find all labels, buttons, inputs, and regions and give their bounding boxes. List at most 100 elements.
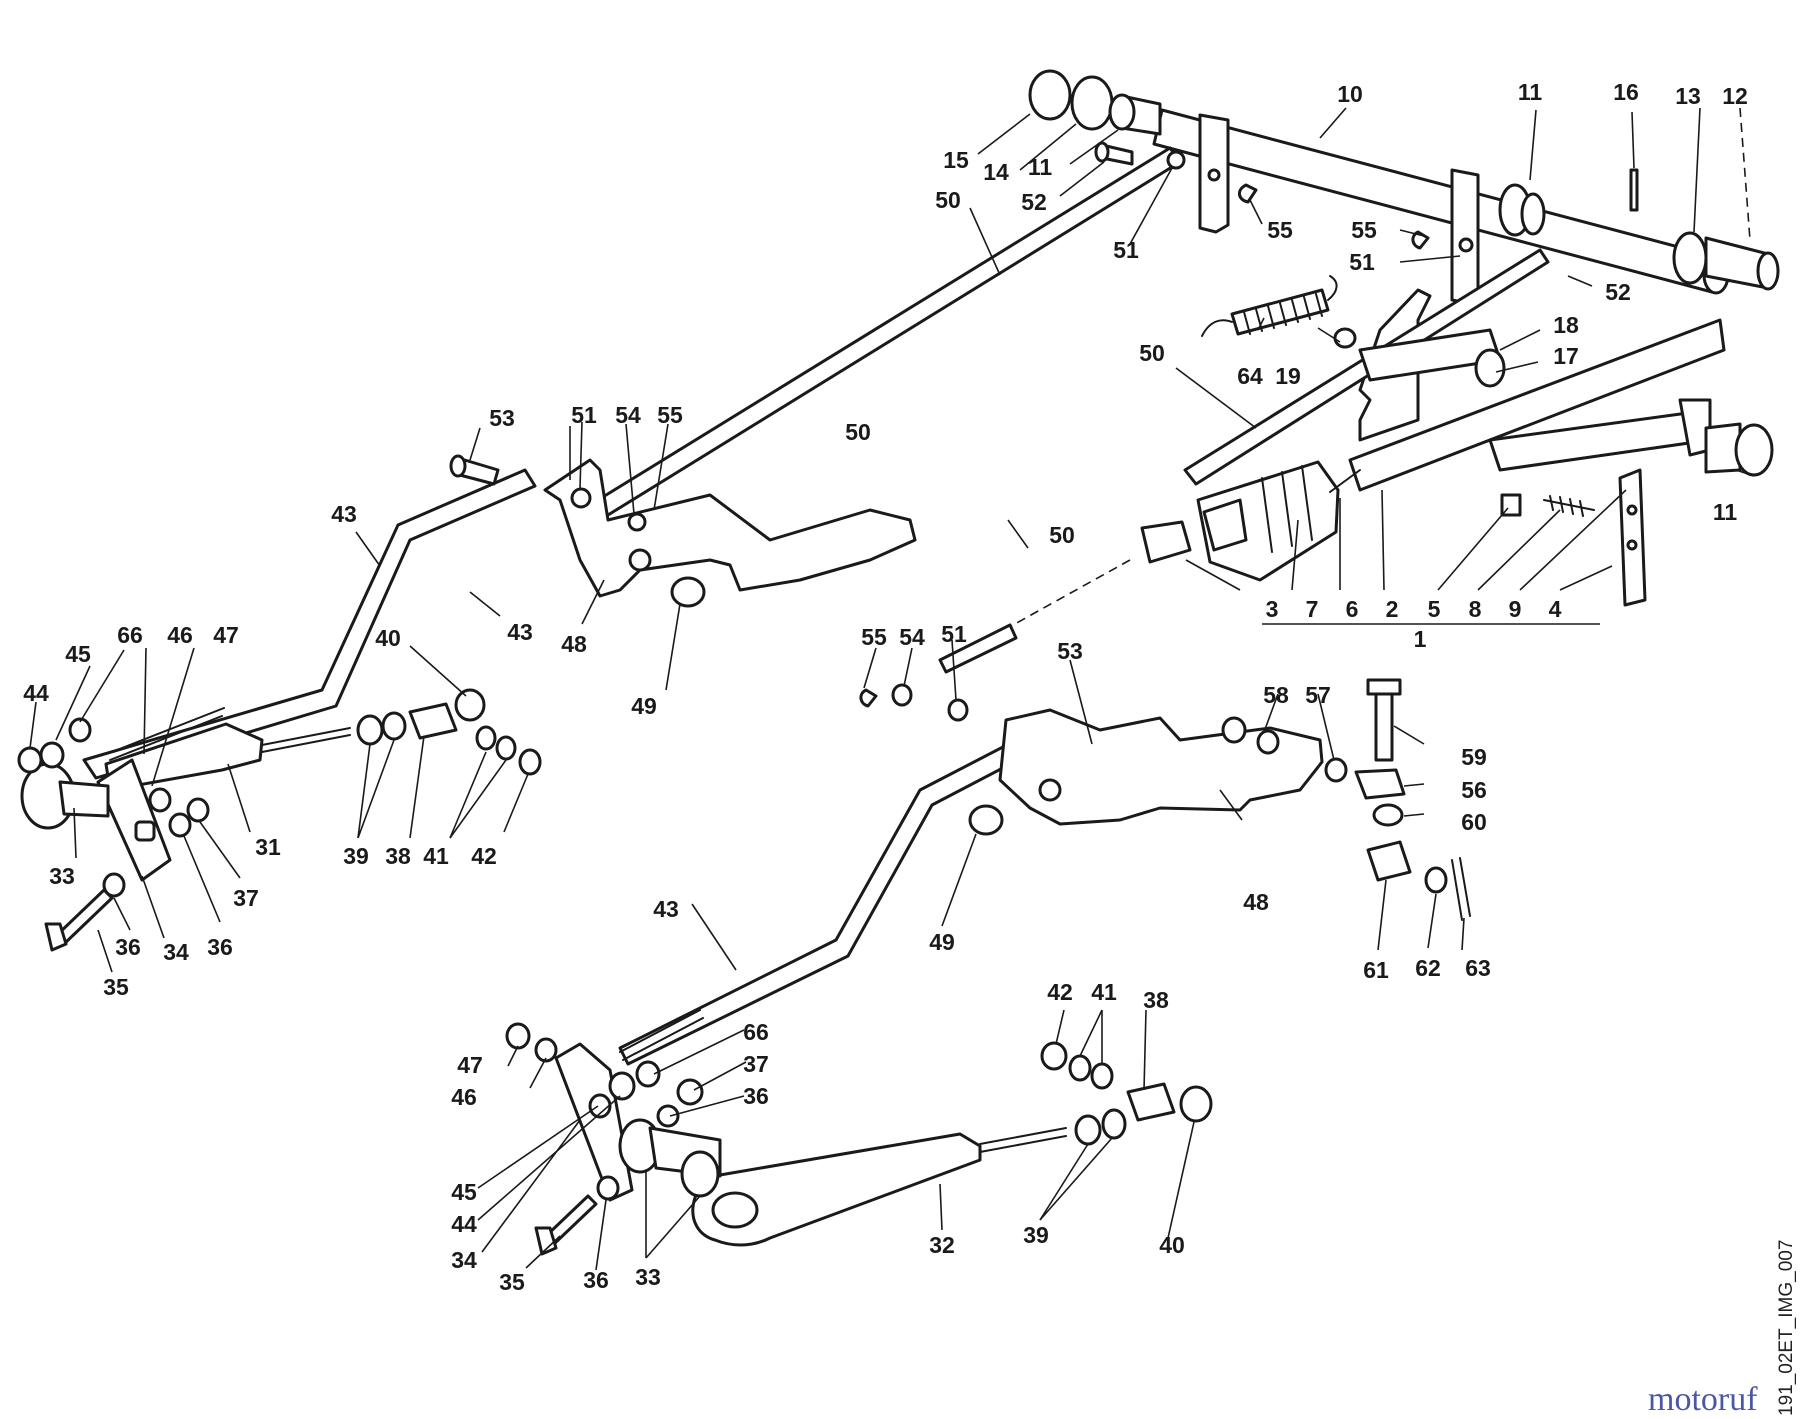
callout-11-right: 11 (1713, 499, 1738, 525)
callout-40-lower: 40 (1159, 1232, 1185, 1258)
lower-link (618, 718, 1066, 1066)
callout-57: 57 (1305, 682, 1331, 708)
callout-50-right: 50 (1139, 340, 1165, 366)
bracket (1618, 468, 1647, 607)
callout-1: 1 (1414, 626, 1427, 652)
callout-36-lower-b: 36 (583, 1267, 609, 1293)
callout-37-left: 37 (233, 885, 259, 911)
lower-plate (554, 1042, 634, 1202)
callout-8: 8 (1469, 596, 1482, 622)
callout-54-lower: 54 (899, 624, 925, 650)
axle-shaft (1152, 108, 1730, 295)
callout-43-lower: 43 (653, 896, 679, 922)
callout-59: 59 (1461, 744, 1487, 770)
callout-55-top: 55 (1267, 217, 1293, 243)
callout-41-left: 41 (423, 843, 449, 869)
callout-5: 5 (1428, 596, 1441, 622)
callout-14: 14 (983, 159, 1009, 185)
callout-42-left: 42 (471, 843, 497, 869)
callout-43-top: 43 (331, 501, 357, 527)
callout-64: 64 (1237, 363, 1263, 389)
callout-9: 9 (1509, 596, 1522, 622)
callout-12: 12 (1722, 83, 1748, 109)
lower-yoke (691, 1132, 982, 1247)
callout-34-lower: 34 (451, 1247, 477, 1273)
callout-3: 3 (1266, 596, 1279, 622)
callout-40-left: 40 (375, 625, 401, 651)
mid-axle-bracket (1450, 168, 1480, 307)
callout-47-left: 47 (213, 622, 239, 648)
callout-52-top: 52 (1021, 189, 1047, 215)
callout-44-lower: 44 (451, 1211, 477, 1237)
callout-51-top: 51 (1113, 237, 1139, 263)
callout-48-upper: 48 (561, 631, 587, 657)
left-bushings (1028, 69, 1162, 136)
callout-19: 19 (1275, 363, 1301, 389)
pin (1629, 168, 1639, 212)
callout-53-upper: 53 (489, 405, 515, 431)
right-bushings (1672, 231, 1780, 291)
callout-17: 17 (1553, 343, 1579, 369)
callout-42-lower: 42 (1047, 979, 1073, 1005)
callout-61: 61 (1363, 957, 1389, 983)
right-lever-bushing (1704, 422, 1774, 477)
parts-drawing (17, 69, 1780, 1256)
callout-56: 56 (1461, 777, 1487, 803)
callout-34-left: 34 (163, 939, 189, 965)
callout-11-left: 11 (1028, 154, 1053, 180)
callout-63: 63 (1465, 955, 1491, 981)
callout-36-lower-a: 36 (743, 1083, 769, 1109)
callout-4: 4 (1549, 596, 1562, 622)
mid-bushing (1498, 183, 1546, 237)
callout-47-lower: 47 (457, 1052, 483, 1078)
callout-32: 32 (929, 1232, 955, 1258)
upper-rod (596, 146, 1182, 517)
callout-36-left-b: 36 (207, 934, 233, 960)
callout-55-lower: 55 (861, 624, 887, 650)
callout-38-lower: 38 (1143, 987, 1169, 1013)
callout-43-mid: 43 (507, 619, 533, 645)
callout-18: 18 (1553, 312, 1579, 338)
callout-37-lower: 37 (743, 1051, 769, 1077)
callout-10: 10 (1337, 81, 1363, 107)
lower-bell-crank (998, 708, 1324, 826)
callout-60: 60 (1461, 809, 1487, 835)
callout-49-upper: 49 (631, 693, 657, 719)
callout-41-lower: 41 (1091, 979, 1117, 1005)
upper-bell-crank (543, 458, 917, 598)
callout-13: 13 (1675, 83, 1701, 109)
callout-66-left: 66 (117, 622, 143, 648)
callout-6: 6 (1346, 596, 1359, 622)
callout-58: 58 (1263, 682, 1289, 708)
callout-55-upper: 55 (657, 402, 683, 428)
callout-46-left: 46 (167, 622, 193, 648)
knob (1140, 520, 1192, 564)
callout-51-lower: 51 (941, 621, 967, 647)
callout-49-lower: 49 (929, 929, 955, 955)
callout-55-right: 55 (1351, 217, 1377, 243)
callout-45-left: 45 (65, 641, 91, 667)
callout-35-lower: 35 (499, 1269, 525, 1295)
callout-39-lower: 39 (1023, 1222, 1049, 1248)
callout-labels: 1 2 3 4 5 6 7 8 9 10 11 11 11 12 13 14 1… (23, 79, 1748, 1295)
callout-11-top: 11 (1518, 79, 1543, 105)
callout-44-left: 44 (23, 680, 49, 706)
brand-watermark: motoruf (1648, 1381, 1758, 1418)
callout-39-left: 39 (343, 843, 369, 869)
image-code: 191_02ET_IMG_007 (1776, 1240, 1797, 1416)
callout-51-right: 51 (1349, 249, 1375, 275)
callout-50-mid: 50 (845, 419, 871, 445)
callout-35-left: 35 (103, 974, 129, 1000)
callout-54-upper: 54 (615, 402, 641, 428)
callout-15: 15 (943, 147, 969, 173)
callout-16: 16 (1613, 79, 1639, 105)
callout-53-lower: 53 (1057, 638, 1083, 664)
spring (1201, 275, 1338, 337)
callout-46-lower: 46 (451, 1084, 477, 1110)
callout-45-lower: 45 (451, 1179, 477, 1205)
callout-33-lower: 33 (635, 1264, 661, 1290)
left-plate (96, 758, 172, 882)
callout-62: 62 (1415, 955, 1441, 981)
callout-66-lower: 66 (743, 1019, 769, 1045)
